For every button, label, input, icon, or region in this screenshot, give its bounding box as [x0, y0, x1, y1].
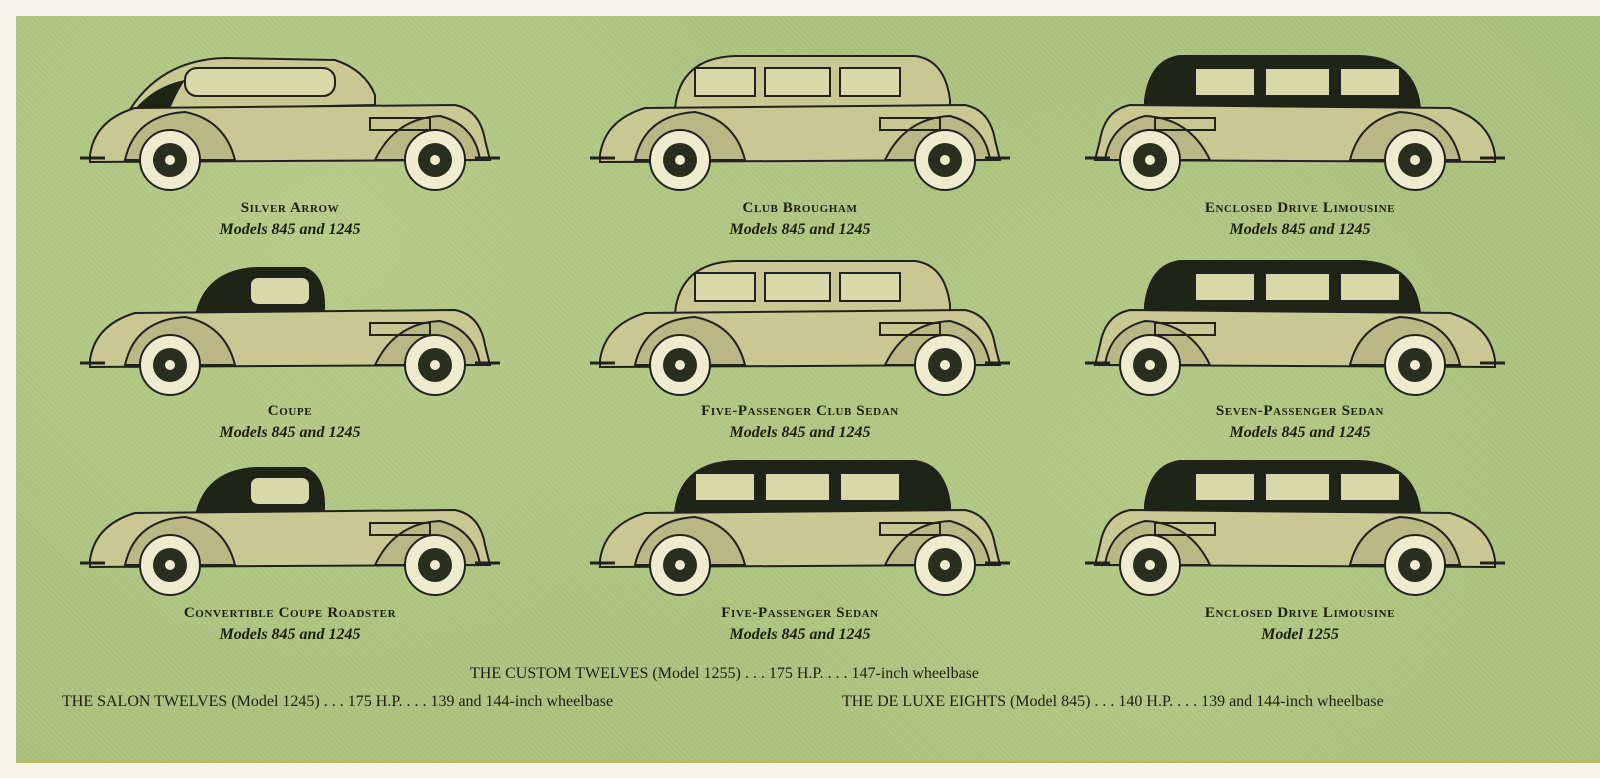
car-model-numbers: Model 1255 [1261, 626, 1339, 643]
car-model-name: Coupe [267, 403, 313, 419]
car-model-numbers: Models 845 and 1245 [219, 626, 361, 643]
car-illustration [590, 260, 1010, 396]
car-illustration [1085, 55, 1505, 191]
car-caption: Five-Passenger Sedan Models 845 and 1245 [560, 605, 1040, 644]
car-caption: Silver Arrow Models 845 and 1245 [50, 200, 530, 239]
car-caption: Convertible Coupe Roadster Models 845 an… [50, 605, 530, 644]
car-model-name: Five-Passenger Sedan [721, 605, 879, 621]
car-illustration [80, 467, 500, 596]
car-model-numbers: Models 845 and 1245 [1229, 221, 1371, 238]
car-model-numbers: Models 845 and 1245 [729, 626, 871, 643]
car-model-name: Convertible Coupe Roadster [183, 605, 397, 621]
car-model-numbers: Models 845 and 1245 [729, 221, 871, 238]
car-caption: Coupe Models 845 and 1245 [50, 403, 530, 442]
footer-salon-twelves: THE SALON TWELVES (Model 1245) . . . 175… [62, 693, 614, 710]
car-illustration [80, 56, 500, 191]
car-caption: Club Brougham Models 845 and 1245 [560, 200, 1040, 239]
car-model-numbers: Models 845 and 1245 [219, 424, 361, 441]
car-model-name: Enclosed Drive Limousine [1204, 200, 1396, 216]
car-model-name: Five-Passenger Club Sedan [701, 403, 899, 419]
car-illustration [590, 460, 1010, 596]
car-model-name: Enclosed Drive Limousine [1204, 605, 1396, 621]
footer-deluxe-eights: THE DE LUXE EIGHTS (Model 845) . . . 140… [842, 693, 1384, 710]
car-illustration [590, 55, 1010, 191]
car-model-name: Seven-Passenger Sedan [1215, 403, 1385, 419]
footer-custom-twelves: THE CUSTOM TWELVES (Model 1255) . . . 17… [470, 665, 979, 682]
car-model-name: Silver Arrow [240, 200, 340, 216]
car-model-numbers: Models 845 and 1245 [1229, 424, 1371, 441]
car-illustration [80, 267, 500, 396]
car-illustration [1085, 260, 1505, 396]
car-model-numbers: Models 845 and 1245 [729, 424, 871, 441]
car-caption: Enclosed Drive Limousine Model 1255 [1060, 605, 1540, 644]
car-illustration [1085, 460, 1505, 596]
car-model-name: Club Brougham [742, 200, 858, 216]
car-caption: Enclosed Drive Limousine Models 845 and … [1060, 200, 1540, 239]
car-model-numbers: Models 845 and 1245 [219, 221, 361, 238]
car-caption: Five-Passenger Club Sedan Models 845 and… [560, 403, 1040, 442]
car-caption: Seven-Passenger Sedan Models 845 and 124… [1060, 403, 1540, 442]
